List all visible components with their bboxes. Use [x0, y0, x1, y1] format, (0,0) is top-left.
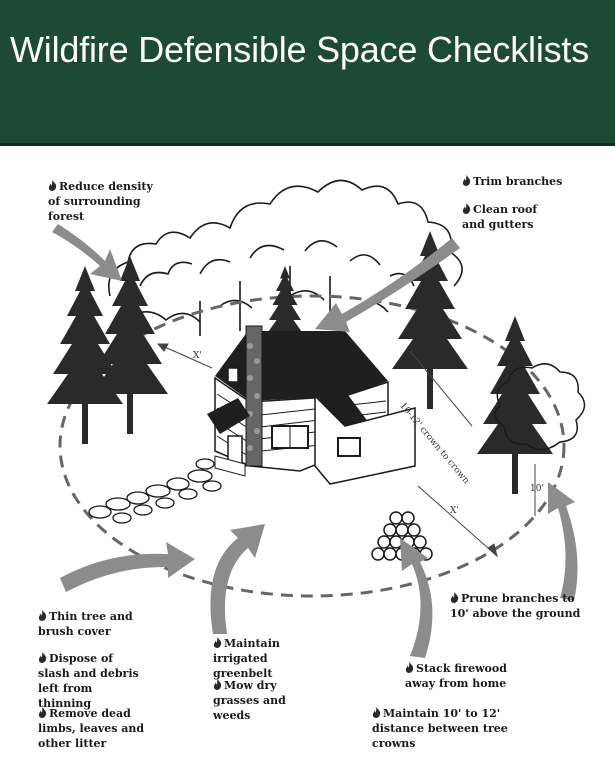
flame-icon [38, 707, 47, 718]
flame-icon [372, 707, 381, 718]
prune-height-label: 10' [530, 484, 544, 494]
maintain-greenbelt-text: Maintain irrigated greenbelt [213, 637, 280, 680]
flame-icon [213, 637, 222, 648]
thin-tree-text: Thin tree and brush cover [38, 610, 133, 638]
house [207, 325, 416, 485]
dimension-lines [156, 343, 536, 558]
stack-firewood-note: Stack firewood away from home [405, 661, 520, 691]
thin-tree-note: Thin tree and brush cover [38, 609, 133, 639]
illustration-drawing [47, 179, 586, 658]
clean-roof-note: Clean roof and gutters [462, 202, 562, 232]
flame-icon [38, 652, 47, 663]
maintain-greenbelt-note: Maintain irrigated greenbelt [213, 636, 328, 681]
stack-firewood-text: Stack firewood away from home [405, 662, 507, 690]
flame-icon [405, 662, 414, 673]
x-distance-right-label: X' [450, 506, 459, 516]
flame-icon [462, 203, 471, 214]
defensible-space-illustration: 10-12' crown to crown 10' X' X' Reduce d… [0, 146, 615, 773]
pine-tree [477, 316, 553, 494]
flame-icon [213, 679, 222, 690]
deciduous-tree [494, 363, 586, 451]
prune-branches-text: Prune branches to 10' above the ground [450, 592, 581, 620]
defensible-space-boundary [58, 294, 566, 598]
dispose-slash-text: Dispose of slash and debris left from th… [38, 652, 139, 710]
flame-icon [38, 610, 47, 621]
flame-icon [48, 180, 57, 191]
page-title: Wildfire Defensible Space Checklists [10, 29, 590, 70]
pine-tree [92, 256, 168, 434]
page-header: Wildfire Defensible Space Checklists [0, 0, 615, 146]
clean-roof-text: Clean roof and gutters [462, 203, 538, 231]
reduce-density-text: Reduce density of surrounding forest [48, 180, 153, 223]
trim-branches-note: Trim branches [462, 174, 572, 189]
flame-icon [450, 592, 459, 603]
prune-branches-note: Prune branches to 10' above the ground [450, 591, 585, 621]
remove-dead-text: Remove dead limbs, leaves and other litt… [38, 707, 145, 750]
gray-arrows [52, 224, 578, 658]
dispose-slash-note: Dispose of slash and debris left from th… [38, 651, 143, 711]
remove-dead-note: Remove dead limbs, leaves and other litt… [38, 706, 148, 751]
x-distance-left-label: X' [193, 351, 202, 361]
maintain-distance-text: Maintain 10' to 12' distance between tre… [372, 707, 508, 750]
mow-grasses-note: Mow dry grasses and weeds [213, 678, 313, 723]
mow-grasses-text: Mow dry grasses and weeds [213, 679, 286, 722]
reduce-density-note: Reduce density of surrounding forest [48, 179, 166, 224]
stone-path [88, 458, 222, 524]
maintain-distance-note: Maintain 10' to 12' distance between tre… [372, 706, 547, 751]
trim-branches-text: Trim branches [473, 175, 563, 188]
flame-icon [462, 175, 471, 186]
